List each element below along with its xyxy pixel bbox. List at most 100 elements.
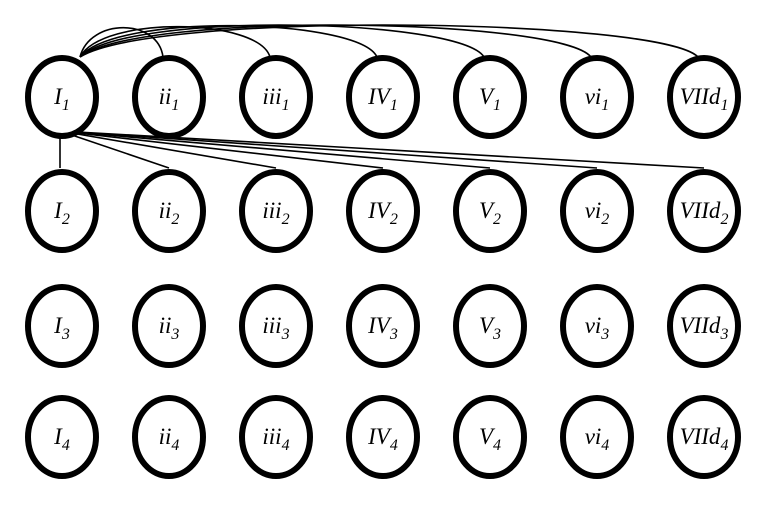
node-circle: [560, 284, 634, 368]
node-ii4: ii4: [132, 395, 206, 479]
node-label-base: ii: [159, 313, 172, 338]
node-I3: I3: [25, 284, 99, 368]
node-label-base: vi: [585, 313, 602, 338]
node-vi4: vi4: [560, 395, 634, 479]
node-circle: [667, 55, 741, 139]
node-label-subscript: 3: [281, 326, 290, 343]
node-label: V4: [479, 424, 501, 454]
node-label: VIId4: [680, 424, 729, 454]
node-label: ii4: [159, 424, 180, 454]
node-label: ii3: [159, 313, 180, 343]
node-label-base: vi: [585, 198, 602, 223]
node-label: I2: [53, 198, 70, 228]
node-circle: [25, 55, 99, 139]
node-label-base: VIId: [680, 424, 721, 449]
node-label-subscript: 4: [390, 437, 398, 454]
node-label-subscript: 4: [282, 437, 290, 454]
node-circle: [346, 55, 420, 139]
node-label-base: ii: [159, 424, 172, 449]
node-circle: [346, 395, 420, 479]
node-circle: [132, 169, 206, 253]
node-label-base: vi: [585, 424, 602, 449]
node-circle: [346, 169, 420, 253]
node-label-base: IV: [367, 198, 393, 223]
node-label: VIId2: [680, 198, 729, 228]
node-label: I4: [53, 424, 70, 454]
node-label-base: I: [53, 424, 63, 449]
node-circle: [560, 169, 634, 253]
node-IV4: IV4: [346, 395, 420, 479]
node-IV1: IV1: [346, 55, 420, 139]
node-label: ii2: [159, 198, 180, 228]
node-VIId2: VIId2: [667, 169, 741, 253]
node-label: vi3: [585, 313, 610, 343]
edge-I1-VIId1: [79, 24, 699, 58]
node-label-base: I: [53, 313, 63, 338]
node-label-subscript: 1: [171, 97, 179, 114]
node-label: vi1: [585, 84, 610, 114]
node-label-subscript: 1: [493, 97, 501, 114]
node-label-subscript: 1: [282, 97, 290, 114]
node-label: V3: [479, 313, 501, 343]
node-label: iii1: [262, 84, 289, 114]
node-V4: V4: [453, 395, 527, 479]
node-vi2: vi2: [560, 169, 634, 253]
node-label-subscript: 3: [600, 326, 609, 343]
node-circle: [132, 395, 206, 479]
node-label: VIId1: [680, 84, 729, 114]
node-circle: [453, 169, 527, 253]
node-label: vi2: [585, 198, 610, 228]
node-circle: [560, 55, 634, 139]
edges: [59, 24, 705, 169]
node-label: iii4: [262, 424, 289, 454]
node-circle: [239, 284, 313, 368]
edge-I1-iii1: [79, 25, 271, 58]
node-IV3: IV3: [346, 284, 420, 368]
node-I4: I4: [25, 395, 99, 479]
node-circle: [453, 395, 527, 479]
node-label-base: iii: [262, 198, 281, 223]
node-label-subscript: 2: [390, 211, 398, 228]
node-label: V1: [479, 84, 501, 114]
node-circle: [132, 284, 206, 368]
node-circle: [239, 395, 313, 479]
node-circle: [132, 55, 206, 139]
node-label-subscript: 1: [720, 97, 728, 114]
node-label-subscript: 4: [493, 437, 501, 454]
edge-I1-ii1: [79, 27, 164, 58]
node-circle: [25, 395, 99, 479]
node-label: IV2: [367, 198, 398, 228]
node-label-subscript: 1: [390, 97, 398, 114]
node-circle: [239, 55, 313, 139]
node-label-subscript: 4: [720, 437, 728, 454]
node-ii3: ii3: [132, 284, 206, 368]
node-vi3: vi3: [560, 284, 634, 368]
node-label-base: VIId: [680, 84, 721, 109]
node-circle: [667, 284, 741, 368]
node-label-base: ii: [159, 198, 172, 223]
node-label-base: IV: [367, 424, 393, 449]
node-label-base: I: [53, 198, 63, 223]
node-circle: [667, 395, 741, 479]
node-V2: V2: [453, 169, 527, 253]
node-label-subscript: 2: [62, 211, 70, 228]
node-circle: [346, 284, 420, 368]
node-label-base: VIId: [680, 198, 721, 223]
node-label-subscript: 2: [282, 211, 290, 228]
node-iii1: iii1: [239, 55, 313, 139]
node-label-subscript: 1: [62, 97, 70, 114]
node-label: VIId3: [680, 313, 729, 343]
node-circle: [667, 169, 741, 253]
node-iii2: iii2: [239, 169, 313, 253]
node-vi1: vi1: [560, 55, 634, 139]
node-label-subscript: 3: [61, 326, 70, 343]
node-label-base: vi: [585, 84, 602, 109]
node-label: vi4: [585, 424, 610, 454]
node-circle: [453, 55, 527, 139]
edge-I1-ii2: [59, 130, 170, 169]
node-I1: I1: [25, 55, 99, 139]
node-label-base: V: [479, 424, 496, 449]
node-label: iii3: [262, 313, 289, 343]
node-I2: I2: [25, 169, 99, 253]
